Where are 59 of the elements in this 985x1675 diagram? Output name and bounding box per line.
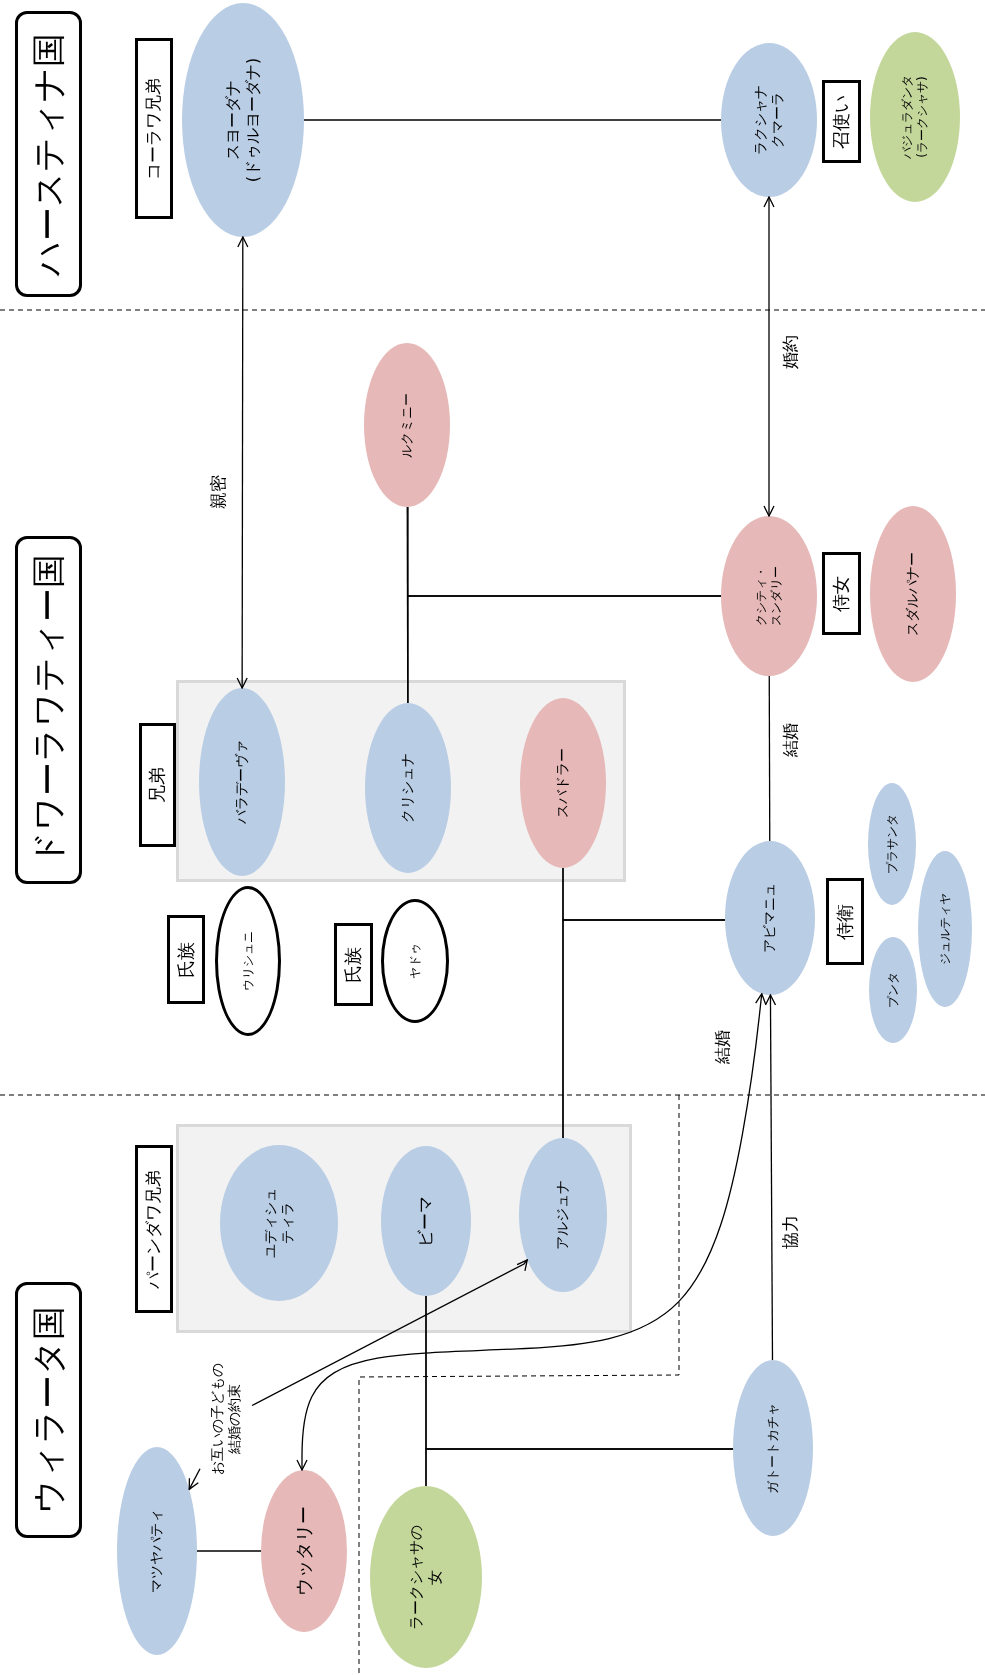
connector-line [562, 919, 726, 1139]
person-name: バジュラダンタ(ラークシャサ) [900, 75, 930, 159]
group-label: 氏族 [342, 946, 365, 983]
group-label: 侍女 [830, 575, 853, 612]
person-name: ラクシャナクマーラ [751, 85, 786, 155]
label-box [167, 915, 205, 1004]
person-name: ユディシュティラ [261, 1188, 296, 1258]
group-label: パーンダワ兄弟 [143, 1169, 165, 1289]
label-box [822, 80, 861, 163]
person-name: バラデーヴァ [233, 740, 251, 824]
person-name: ラークシャサの女 [407, 1524, 445, 1630]
group-box [176, 680, 626, 882]
connector-line [768, 675, 771, 842]
label-box [135, 38, 173, 219]
arrow [251, 1259, 528, 1407]
connector-line [303, 119, 722, 121]
note-text: お互いの子どもの結婚の約束 [208, 1363, 243, 1475]
person-name: マツヤパティ [148, 1509, 166, 1593]
country-box [15, 1282, 82, 1538]
person-name: ルクミニー [398, 392, 415, 458]
country-name: ウィラータ国 [27, 1306, 70, 1514]
person-name: スバドラー [554, 748, 572, 818]
group-label: 侍衛 [833, 903, 856, 940]
person-name: スヨーダナ(ドゥルヨーダナ) [223, 57, 263, 183]
arrow [296, 993, 767, 1471]
group-label: 召使い [830, 94, 853, 149]
arrow [764, 994, 777, 1361]
label-box [822, 552, 861, 635]
country-box [15, 536, 82, 884]
arrow [188, 1468, 201, 1490]
person-name: ガトートカチャ [764, 1402, 781, 1494]
person-name: スダルパナー [904, 552, 922, 636]
person-name: プラサンタ [884, 814, 900, 874]
arrow [236, 236, 249, 689]
person-name: プンタ [885, 972, 901, 1008]
person-name: クリシュナ [399, 753, 417, 823]
group-label: 氏族 [174, 941, 197, 978]
person-name: ウッタリー [292, 1506, 315, 1596]
person-name: ヤドゥ [407, 943, 423, 979]
connector-line [425, 1448, 734, 1487]
group-label: 兄弟 [146, 767, 169, 803]
country-box [15, 11, 82, 297]
group-box [176, 1124, 632, 1333]
group-label: コーラワ兄弟 [143, 77, 165, 180]
person-name: ウリシュニ [240, 931, 256, 991]
connector-line [407, 595, 722, 704]
country-name: ハースティナ国 [27, 32, 70, 276]
connector-line [196, 1550, 262, 1552]
person-name: ビーマ [415, 1195, 437, 1247]
person-name: クシティ・スンダリー [754, 566, 784, 626]
arrow [763, 196, 775, 517]
label-box [139, 723, 176, 847]
person-name: ジュルティヤ [937, 893, 953, 965]
label-box [135, 1145, 173, 1313]
country-name: ドワーラワティー国 [27, 554, 70, 866]
person-name: アビマニュ [761, 883, 779, 953]
label-box [826, 878, 864, 965]
label-box [334, 923, 373, 1006]
person-name: アルジュナ [554, 1180, 572, 1250]
